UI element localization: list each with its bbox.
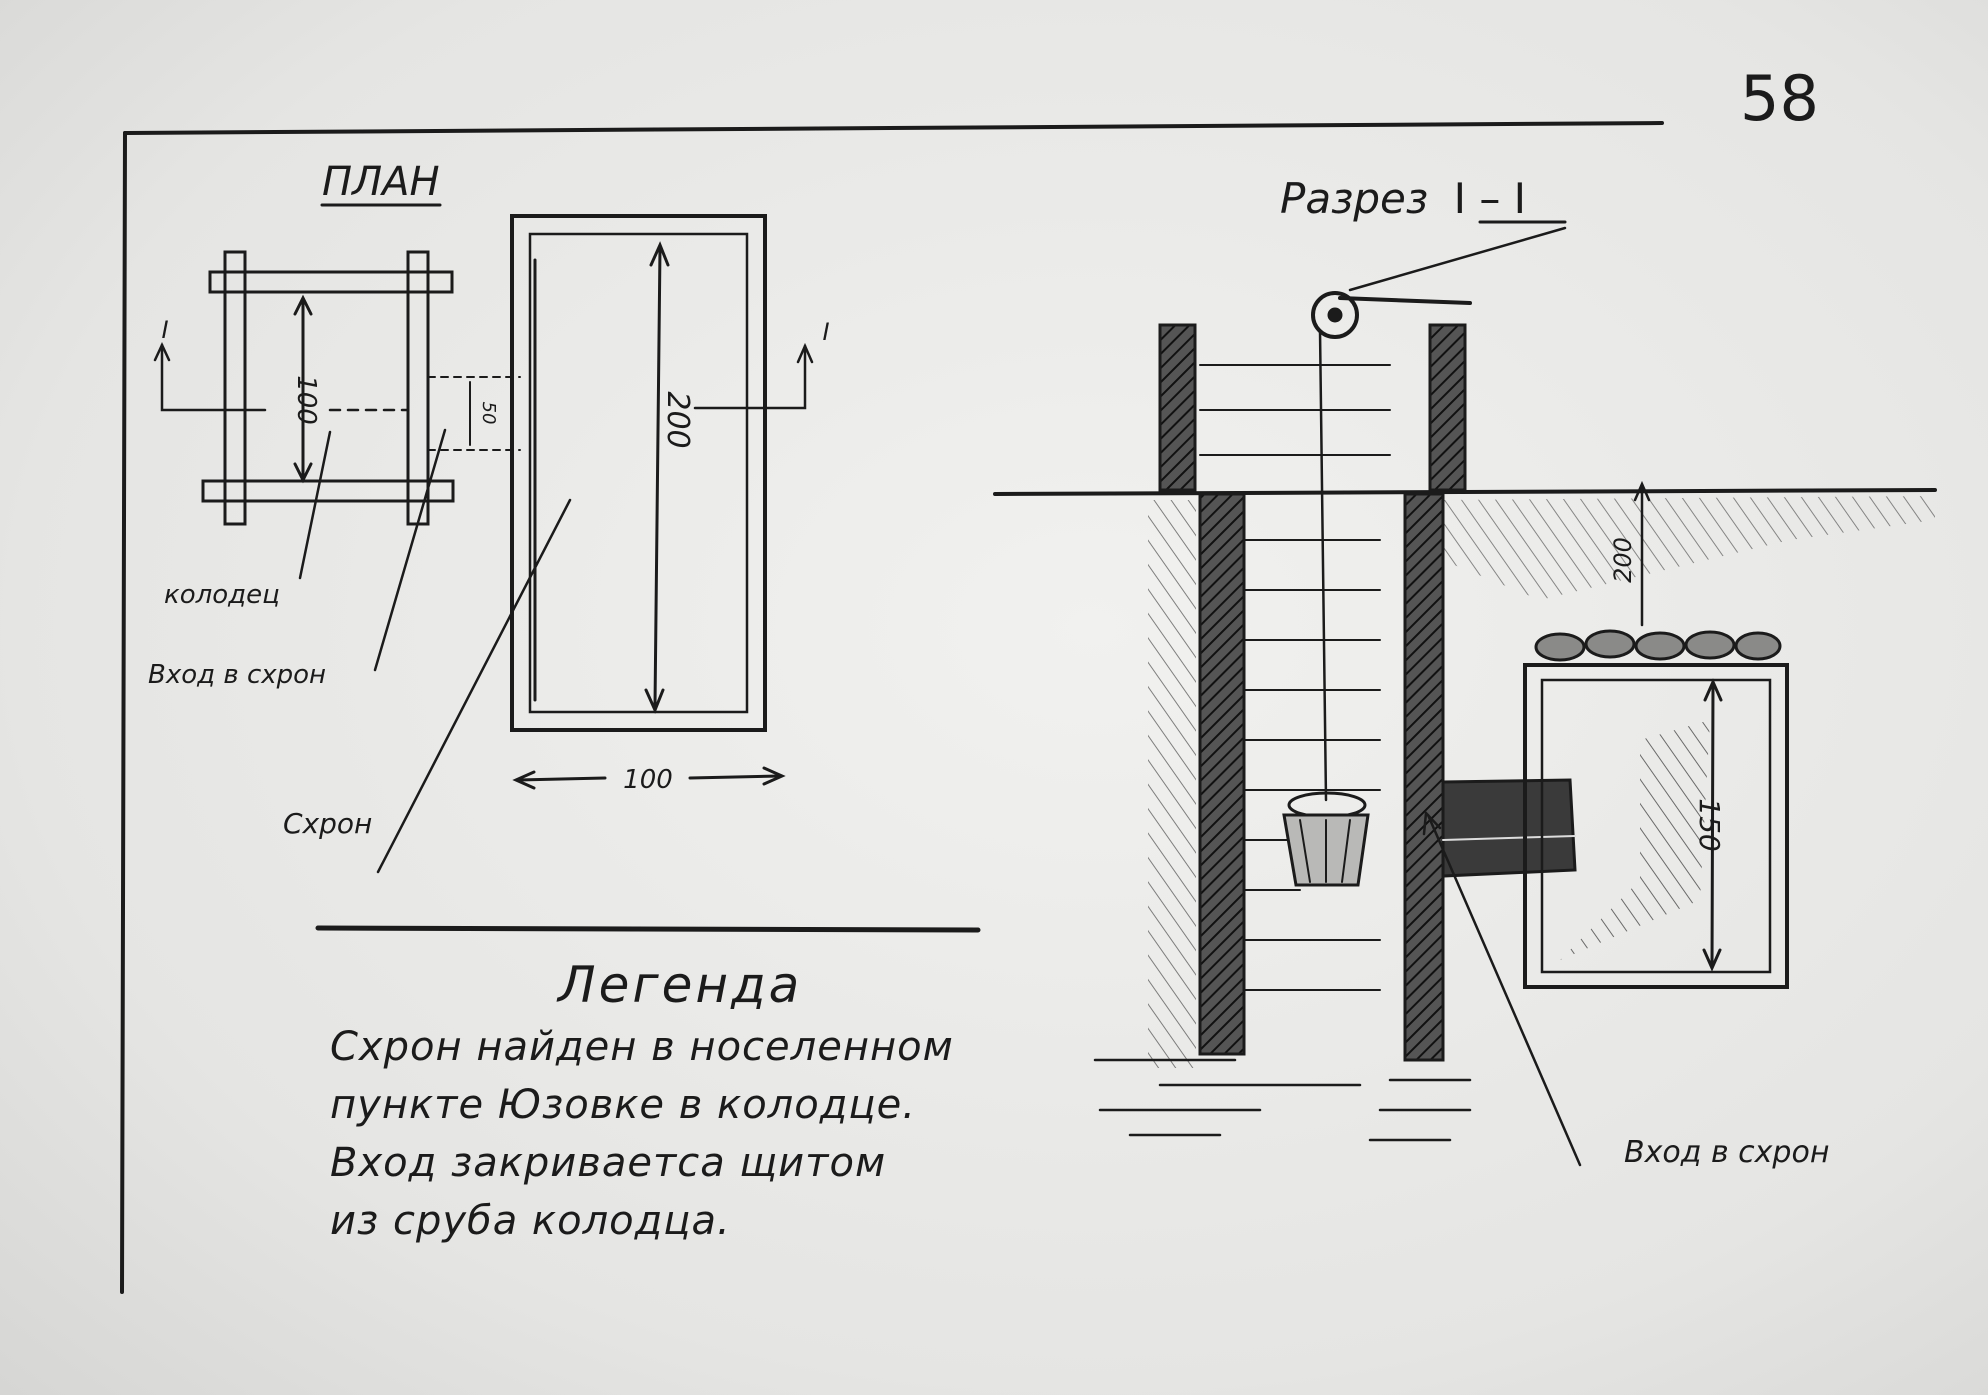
legend-line: Схрон найден в носеленном	[330, 1024, 954, 1070]
entrance-tunnel	[1441, 778, 1577, 878]
section-title: Разрез I – I	[1280, 178, 1526, 220]
cache-length-arrow	[653, 246, 662, 707]
legend-line: из сруба колодца.	[330, 1198, 731, 1244]
dim-depth: 200	[1609, 537, 1637, 583]
label-cache: Схрон	[283, 807, 373, 840]
frame-top-line	[123, 121, 1664, 135]
cache-width-arrow-left	[516, 776, 607, 782]
legend-separator	[315, 925, 981, 933]
label-entrance-plan: Вход в схрон	[148, 660, 327, 690]
page-number: 58	[1740, 62, 1819, 135]
leader-section-entrance	[1426, 813, 1582, 1167]
leader-cache	[376, 498, 572, 874]
legend-line: пункте Юзовке в колодце.	[330, 1082, 916, 1128]
leader-well	[298, 430, 332, 580]
label-well: колодец	[164, 580, 280, 610]
water-lines	[1093, 1058, 1472, 1142]
section-title-prefix: Разрез	[1280, 174, 1429, 223]
dim-well: 100	[291, 375, 321, 425]
frame-left-line	[120, 131, 127, 1294]
legend-line: Вход закриваетса щитом	[330, 1140, 887, 1186]
soil-right	[1442, 496, 1935, 600]
plan-well-frame	[201, 250, 455, 526]
section-cache-outer	[1523, 663, 1789, 989]
ground-line	[993, 488, 1937, 496]
section-title-marker: I – I	[1453, 174, 1527, 223]
plan-section-line	[160, 343, 267, 412]
plan-section-marker-left: I	[161, 316, 168, 344]
label-entrance-section: Вход в схрон	[1624, 1135, 1830, 1170]
cache-log-cover	[1534, 629, 1782, 662]
cache-shading	[1560, 720, 1710, 960]
shaft-right-wall	[1403, 492, 1445, 1062]
cache-width-arrow-right	[688, 774, 782, 780]
dim-cache-length: 200	[660, 391, 695, 448]
shaft-right-post	[1428, 323, 1467, 492]
cache-height-arrow	[1710, 682, 1715, 968]
legend-title: Легенда	[558, 956, 803, 1014]
pulley-beam	[1338, 296, 1472, 305]
pulley	[1311, 291, 1359, 339]
well-rope	[1318, 328, 1328, 802]
plan-title: ПЛАН	[322, 159, 440, 205]
leader-entrance	[373, 428, 447, 672]
plan-cache-inner	[528, 232, 749, 714]
section-cache-inner	[1540, 678, 1772, 974]
dim-entrance: 50	[478, 402, 499, 425]
dim-cache-width: 100	[623, 765, 673, 795]
shaft-left-wall	[1198, 492, 1246, 1056]
plan-cache-outer	[510, 214, 767, 732]
soil-left	[1148, 500, 1196, 1068]
shaft-left-post	[1158, 323, 1197, 492]
plan-section-marker-right: I	[822, 318, 829, 346]
legend-text: Схрон найден в носеленном пункте Юзовке …	[330, 1018, 954, 1250]
dim-height: 150	[1693, 798, 1726, 851]
section-cut-leader	[1348, 226, 1567, 292]
